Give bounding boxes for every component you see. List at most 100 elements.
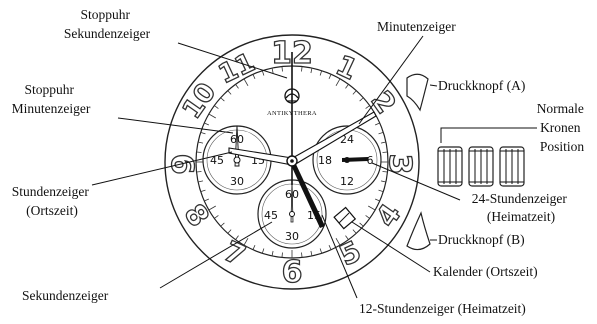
left-subdial: 60 15 30 45 [202, 125, 272, 195]
dial-tick [352, 229, 357, 234]
leader-sekundenzeiger [159, 221, 273, 289]
dial-tick [196, 151, 202, 153]
left-subdial-30: 30 [230, 175, 244, 188]
dial-tick [204, 122, 210, 126]
dial-tick [380, 180, 386, 183]
label-24-stundenzeiger: 24-Stundenzeiger (Heimatzeit) [472, 191, 571, 224]
leader-kronen-position [440, 127, 537, 143]
dial-tick [243, 78, 249, 86]
bottom-subdial-30: 30 [285, 230, 299, 243]
dial-tick [227, 229, 232, 234]
dial-tick [261, 70, 265, 76]
right-subdial-18: 18 [318, 154, 332, 167]
hour-numeral-6: 6 [282, 255, 303, 290]
dial-tick [382, 151, 388, 153]
hour-numeral-12: 12 [271, 36, 313, 71]
dial-tick [204, 198, 210, 202]
crown-position-3 [499, 146, 525, 187]
date-window [333, 206, 357, 230]
dial-tick [235, 84, 239, 89]
dial-tick [220, 222, 225, 227]
label-stoppuhr-sekundenzeiger: Stoppuhr Sekundenzeiger [64, 7, 151, 41]
label-sekundenzeiger: Sekundenzeiger [22, 288, 109, 303]
dial-tick [382, 171, 388, 173]
dial-tick [281, 252, 283, 258]
dial-tick [378, 189, 384, 193]
dial-tick [319, 70, 323, 76]
label-druckknopf-b: Druckknopf (B) [438, 232, 525, 247]
dial-tick [301, 252, 303, 258]
dial-tick [374, 122, 380, 126]
dial-tick [335, 238, 341, 246]
leader-lines [91, 35, 537, 299]
leader-24-stundenzeiger [371, 162, 461, 201]
dial-tick [310, 68, 313, 74]
label-kalender-ortszeit: Kalender (Ortszeit) [433, 264, 538, 279]
dial-tick [271, 68, 274, 74]
dial-tick [200, 131, 206, 135]
dial-tick [359, 222, 364, 227]
label-druckknopf-a: Druckknopf (A) [438, 78, 525, 93]
dial-tick [310, 250, 313, 256]
leader-stundenzeiger-ortszeit [91, 151, 233, 186]
crown-position-1 [437, 146, 463, 187]
dial-tick [368, 205, 376, 211]
labels: Stoppuhr Sekundenzeiger Stoppuhr Minuten… [12, 7, 588, 316]
dial-tick [208, 205, 216, 211]
stopwatch-minute-hand [234, 125, 240, 167]
dial-tick [198, 180, 204, 183]
right-subdial-6: 6 [367, 154, 374, 167]
dial-tick [196, 171, 202, 173]
dial-tick [345, 235, 349, 240]
dial-tick [365, 105, 370, 109]
dial-tick [352, 90, 357, 95]
leader-stoppuhr-sekundenzeiger [177, 42, 288, 79]
label-minutenzeiger: Minutenzeiger [377, 19, 456, 34]
dial-tick [281, 66, 283, 72]
dial-tick [328, 74, 332, 80]
dial-tick [252, 74, 256, 80]
leader-kalender [351, 221, 431, 273]
12-hour-home-hand [290, 160, 325, 228]
dial-tick [380, 141, 386, 144]
leader-minutenzeiger [358, 35, 424, 125]
pusher-a [406, 73, 429, 112]
dial-tick [214, 105, 219, 109]
dial-tick [345, 84, 349, 89]
dial-tick [252, 244, 256, 250]
dial-tick [227, 90, 232, 95]
dial-tick [301, 66, 303, 72]
dial-tick [335, 78, 341, 86]
label-stundenzeiger-ortszeit: Stundenzeiger (Ortszeit) [12, 184, 93, 218]
dial-tick [220, 97, 225, 102]
leader-stoppuhr-minutenzeiger [117, 117, 234, 134]
label-12-stundenzeiger: 12-Stundenzeiger (Heimatzeit) [359, 301, 526, 316]
dial-tick [198, 141, 204, 144]
dial-tick [208, 113, 216, 119]
dial-tick [200, 189, 206, 193]
dial-tick [374, 198, 380, 202]
leader-12-stundenzeiger [321, 214, 358, 299]
label-normale-kronen-position: Normale Kronen Position [537, 101, 588, 154]
hour-numeral-3: 3 [382, 154, 417, 175]
crown-position-2 [468, 146, 494, 187]
pusher-b [406, 211, 431, 251]
label-stoppuhr-minutenzeiger: Stoppuhr Minutenzeiger [12, 82, 91, 116]
crown-positions [437, 146, 525, 187]
leader-druckknopf-a [429, 84, 438, 87]
left-subdial-45: 45 [210, 154, 224, 167]
dial-tick [328, 244, 332, 250]
dial-tick [235, 235, 239, 240]
right-subdial-24: 24 [340, 133, 354, 146]
dial-tick [243, 238, 249, 246]
dial-tick [359, 97, 364, 102]
dial-tick [214, 215, 219, 219]
right-subdial-12: 12 [340, 175, 354, 188]
dial-tick [261, 248, 265, 254]
bottom-subdial-45: 45 [264, 209, 278, 222]
dial-tick [319, 248, 323, 254]
right-subdial: 24 6 12 18 [312, 125, 382, 195]
hour-numeral-9: 9 [167, 154, 202, 175]
